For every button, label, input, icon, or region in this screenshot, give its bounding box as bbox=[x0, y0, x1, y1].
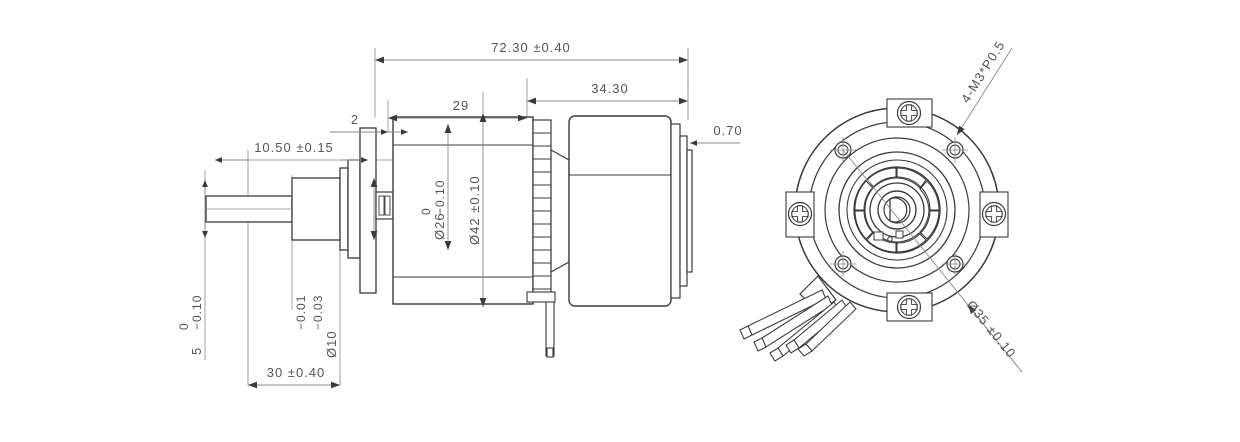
screw-right bbox=[981, 201, 1007, 227]
lamination-stack bbox=[532, 119, 552, 302]
dimension-motor-length-text: 34.30 bbox=[591, 81, 629, 96]
dimension-body-diameter: Ø42 ±0.10 bbox=[467, 113, 487, 307]
dimension-motor-length: 34.30 bbox=[527, 81, 688, 105]
dimension-shaft-diameter: Ø10 −0.01 −0.03 bbox=[294, 178, 378, 358]
wire-leads bbox=[739, 289, 857, 362]
dimension-gear-diameter: Ø26 0 −0.10 bbox=[419, 124, 452, 250]
dimension-shaft-diameter-tol-upper: −0.01 bbox=[294, 295, 308, 330]
screw-top bbox=[896, 100, 922, 126]
front-end-view: 4-M3*P0.5 Ø35 ±0.10 bbox=[739, 38, 1023, 373]
housing-shoulder bbox=[550, 148, 570, 274]
dimension-body-diameter-text: Ø42 ±0.10 bbox=[467, 175, 482, 245]
dimension-shaft-base: 30 ±0.40 bbox=[248, 365, 340, 389]
wire-lead-4 bbox=[785, 299, 848, 354]
dimension-end-cap-text: 0.70 bbox=[713, 123, 742, 138]
dimension-gearbox-length-text: 29 bbox=[453, 98, 469, 113]
wire-lead-5 bbox=[797, 301, 857, 357]
hub-face-details bbox=[873, 230, 904, 242]
dimension-overall-length: 72.30 ±0.40 bbox=[375, 40, 688, 64]
wire-lead-2 bbox=[753, 295, 833, 352]
end-cap bbox=[670, 123, 693, 299]
side-elevation-view: 72.30 ±0.40 34.30 29 2 10.50 ±0.15 0.70 bbox=[177, 40, 742, 389]
dimension-gear-diameter-tol-upper: 0 bbox=[419, 207, 433, 215]
shaft-bore-d-flat bbox=[889, 197, 908, 223]
dimension-shaft-base-text: 30 ±0.40 bbox=[267, 365, 326, 380]
output-shaft bbox=[205, 177, 341, 241]
dimension-gear-diameter-text: Ø26 bbox=[432, 212, 447, 240]
connector-detail bbox=[375, 191, 394, 220]
dimension-shaft-flat-tol-lower: −0.10 bbox=[190, 295, 204, 330]
dimension-shaft-flat-tol-upper: 0 bbox=[177, 322, 191, 330]
lead-wire-side bbox=[526, 291, 556, 358]
dimension-shaft-diameter-text: Ø10 bbox=[324, 330, 339, 358]
dimension-gearbox-length: 29 bbox=[388, 98, 527, 122]
motor-body bbox=[568, 115, 672, 307]
screw-bottom bbox=[896, 294, 922, 320]
bearing-cage bbox=[854, 167, 940, 253]
dimension-flange-thickness-text: 2 bbox=[351, 112, 359, 127]
screw-left bbox=[787, 201, 813, 227]
gearbox-housing bbox=[392, 116, 534, 305]
dimension-shaft-flat: 5 0 −0.10 bbox=[177, 180, 208, 355]
mounting-flange bbox=[339, 127, 377, 294]
wire-lead-1 bbox=[739, 289, 827, 340]
dimension-shaft-diameter-tol-lower: −0.03 bbox=[311, 295, 325, 330]
dimension-shaft-length: 10.50 ±0.15 bbox=[215, 140, 368, 163]
dimension-overall-length-text: 72.30 ±0.40 bbox=[491, 40, 571, 55]
dimension-shaft-flat-text: 5 bbox=[189, 347, 204, 355]
dimension-gear-diameter-tol-lower: −0.10 bbox=[433, 180, 447, 215]
dimension-flange-thickness: 2 bbox=[330, 112, 408, 135]
dimension-end-cap: 0.70 bbox=[690, 123, 742, 146]
dimension-shaft-length-text: 10.50 ±0.15 bbox=[254, 140, 334, 155]
bolt-circle bbox=[824, 137, 970, 283]
